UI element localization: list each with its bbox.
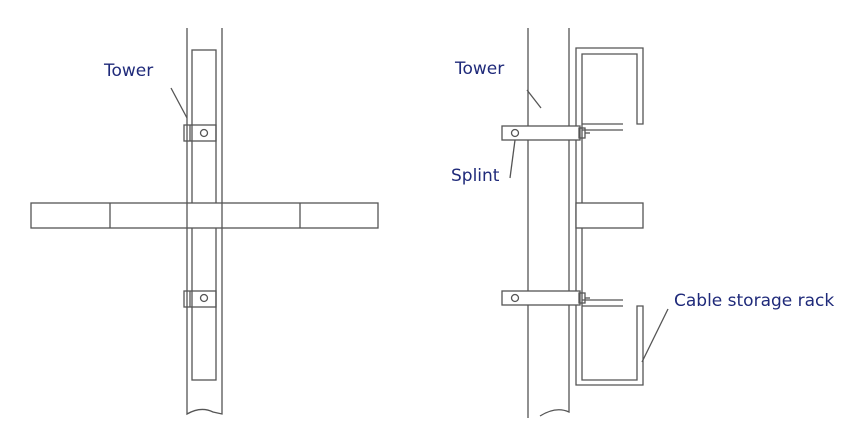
left-horizontal-rack bbox=[30, 202, 379, 229]
rack-leader bbox=[641, 308, 669, 363]
left-lower-clamp bbox=[183, 290, 217, 308]
left-tower-label: Tower bbox=[103, 61, 153, 81]
splint-label: Splint bbox=[451, 166, 500, 186]
right-tower-leader bbox=[526, 89, 542, 109]
right-tower-pole bbox=[527, 28, 570, 418]
right-upper-splint bbox=[501, 125, 590, 141]
right-tower-label: Tower bbox=[454, 59, 504, 79]
left-tower-leader bbox=[170, 87, 188, 119]
left-view: Tower bbox=[30, 28, 379, 416]
cable-storage-rack-label: Cable storage rack bbox=[674, 291, 834, 311]
cable-storage-rack bbox=[575, 47, 644, 386]
splint-leader bbox=[509, 139, 516, 179]
right-middle-bar bbox=[575, 202, 644, 229]
right-lower-splint bbox=[501, 290, 590, 306]
left-upper-clamp bbox=[183, 124, 217, 142]
right-view: Tower Splint Cable storage rack bbox=[451, 28, 834, 418]
